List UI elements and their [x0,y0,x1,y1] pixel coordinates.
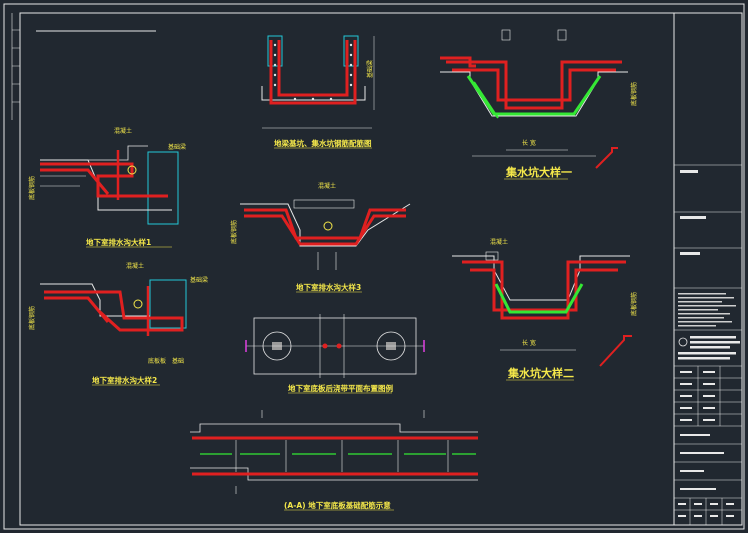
outer-border [3,3,745,530]
title-block [673,13,742,525]
dimension-label: 长 宽 [522,139,536,147]
tag-label: 底板钢筋 [230,220,238,244]
drawing-title: 地下室排水沟大样3 [296,282,361,292]
drawing-pit-1: 长 宽 底板钢筋 集水坑大样一 [440,29,638,180]
drawing-title: 地下室排水沟大样2 [92,375,157,385]
tag-label: 底板钢筋 [630,82,638,106]
drawing-title: 集水坑大样一 [505,165,572,179]
tag-label: 底板钢筋 [28,306,36,330]
tag-label: 基础梁 [366,60,374,78]
tag-label: 混凝土 [318,182,336,190]
tag-label: 底板钢筋 [28,176,36,200]
tag-label: 混凝土 [114,127,132,135]
tag-label: 基础梁 [190,276,208,284]
drawing-left-2: 混凝土 基础梁 底板钢筋 底板板 基础 地下室排水沟大样2 [28,262,208,386]
drawing-top-center: 基础梁 地梁基坑、集水坑钢筋配筋图 [261,35,375,149]
drawing-title: 集水坑大样二 [507,366,574,380]
tag-label: 混凝土 [126,262,144,270]
tag-label: 基础 [172,357,184,365]
tag-label: 底板板 [148,357,166,365]
drawing-plan: 地下室底板后浇带平面布置图例 [245,314,425,394]
drawing-title: (A-A) 地下室底板基础配筋示意 [284,500,391,510]
drawing-title: 地下室排水沟大样1 [86,237,151,247]
tag-label: 底板钢筋 [630,292,638,316]
drawing-title: 地下室底板后浇带平面布置图例 [288,383,393,393]
drawing-section: (A-A) 地下室底板基础配筋示意 [190,410,478,511]
drawing-title: 地梁基坑、集水坑钢筋配筋图 [274,138,372,148]
tag-label: 混凝土 [490,238,508,246]
drawing-pit-2: 长 宽 混凝土 底板钢筋 集水坑大样二 [452,238,638,381]
drawing-left-1: 混凝土 基础梁 底板钢筋 地下室排水沟大样1 [28,127,186,248]
dimension-label: 长 宽 [522,339,536,347]
tag-label: 基础梁 [168,143,186,151]
drawing-center-3: 混凝土 底板钢筋 地下室排水沟大样3 [230,182,411,293]
inner-border [19,12,743,526]
